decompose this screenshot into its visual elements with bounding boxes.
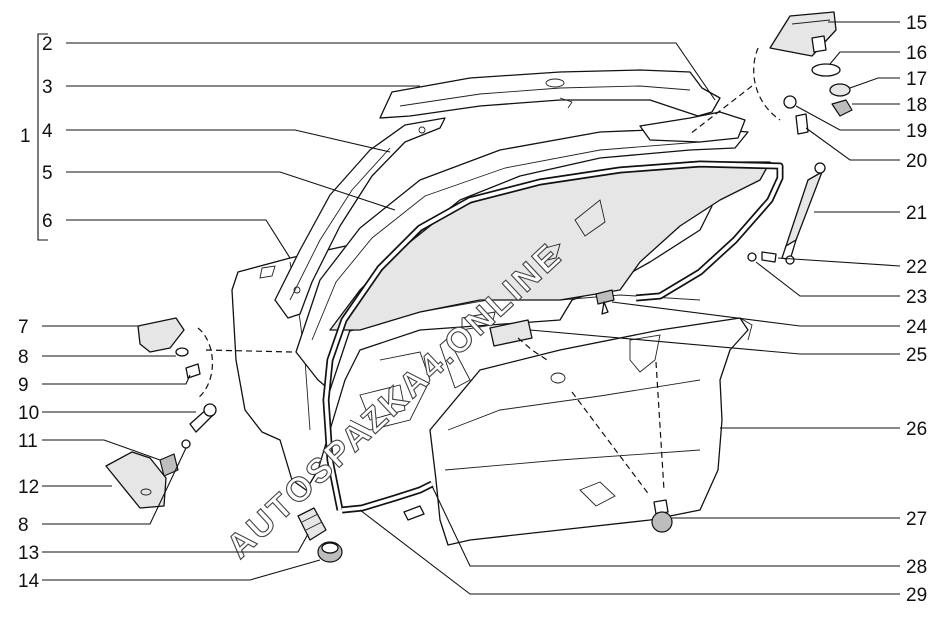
- lock-bracket: [105, 403, 217, 509]
- callout-15: 15: [906, 13, 927, 34]
- callout-29: 29: [906, 585, 927, 606]
- callout-13: 13: [18, 543, 39, 564]
- rubber-stops: [297, 507, 343, 563]
- side-trim-panel: [274, 117, 446, 319]
- callout-2: 2: [42, 34, 53, 55]
- callout-8-bottom: 8: [18, 515, 29, 536]
- callout-17: 17: [906, 69, 927, 90]
- callout-5: 5: [42, 163, 53, 184]
- callout-3: 3: [42, 77, 53, 98]
- callout-10: 10: [18, 403, 39, 424]
- callout-23: 23: [906, 287, 927, 308]
- callout-16: 16: [906, 43, 927, 64]
- bump-stop-assembly: [137, 317, 201, 379]
- leader-lines: [37, 21, 901, 595]
- callout-numbers: 1 2 3 4 5 6 7 8 9 10 11 12 8 13 14 15 16…: [18, 13, 928, 606]
- tailgate-seal-lower: [341, 480, 434, 514]
- callout-27: 27: [906, 509, 927, 530]
- callout-18: 18: [906, 95, 927, 116]
- callout-25: 25: [906, 345, 927, 366]
- gas-strut: [781, 162, 826, 265]
- callout-7: 7: [18, 317, 29, 338]
- callout-14: 14: [18, 571, 40, 592]
- callout-6: 6: [42, 211, 53, 232]
- callout-28: 28: [906, 557, 927, 578]
- upper-trim-panel: [379, 69, 721, 119]
- callout-9: 9: [18, 375, 29, 396]
- callout-12: 12: [18, 477, 39, 498]
- callout-20: 20: [906, 151, 927, 172]
- lower-trim-panel: [429, 317, 753, 546]
- callout-19: 19: [906, 121, 927, 142]
- callout-11: 11: [18, 431, 38, 452]
- callout-22: 22: [906, 257, 927, 278]
- handle-insert: [489, 319, 533, 347]
- tailgate-seal-outer: [322, 160, 784, 511]
- callout-26: 26: [906, 419, 927, 440]
- trim-clip: [595, 289, 615, 315]
- button-plug: [651, 499, 673, 533]
- parts-drawing: [105, 11, 853, 563]
- strut-ball-pin: [747, 251, 777, 263]
- callout-24: 24: [906, 317, 928, 338]
- tailgate-hinge: [769, 11, 853, 135]
- tailgate-inner-frame: [295, 127, 749, 391]
- callout-21: 21: [906, 203, 927, 224]
- callout-4: 4: [42, 121, 53, 142]
- callout-1: 1: [20, 126, 31, 147]
- callout-8-top: 8: [18, 347, 29, 368]
- upper-spoiler-strip: [639, 111, 746, 143]
